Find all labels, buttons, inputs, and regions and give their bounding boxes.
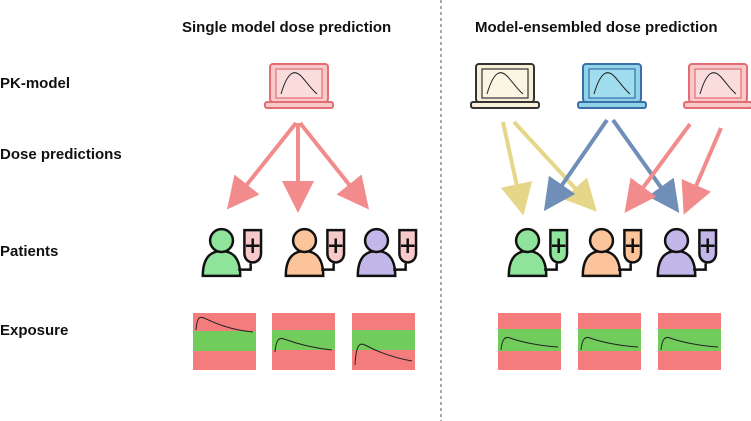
exposure-plot <box>578 313 641 370</box>
laptop-icon <box>577 63 647 109</box>
dose-arrow <box>298 121 369 210</box>
left-section-title: Single model dose prediction <box>182 19 392 36</box>
patient-icon <box>507 227 569 278</box>
laptop-icon <box>264 63 334 109</box>
patient-icon <box>284 227 346 278</box>
patient-icon <box>581 227 643 278</box>
right-section-title: Model-ensembled dose prediction <box>475 19 718 36</box>
patient-icon <box>201 227 263 278</box>
exposure-plot <box>658 313 721 370</box>
row-label-dose-predictions: Dose predictions <box>0 146 122 163</box>
row-label-patients: Patients <box>0 243 59 260</box>
row-label-exposure: Exposure <box>0 322 69 339</box>
exposure-plot <box>352 313 415 370</box>
right-dose-arrows <box>500 118 723 216</box>
dose-arrow <box>611 118 680 214</box>
exposure-plot <box>498 313 561 370</box>
patient-icon <box>656 227 718 278</box>
patient-icon <box>356 227 418 278</box>
dose-arrow <box>624 122 692 213</box>
dose-arrow <box>500 121 533 216</box>
row-label-pk-model: PK-model <box>0 75 71 92</box>
dose-arrow <box>681 127 723 215</box>
exposure-plot <box>193 313 256 370</box>
laptop-icon <box>683 63 751 109</box>
dose-arrow <box>543 118 609 212</box>
left-dose-arrows <box>227 121 369 213</box>
dose-arrow <box>227 121 298 210</box>
laptop-icon <box>470 63 540 109</box>
exposure-plot <box>272 313 335 370</box>
dose-arrow <box>512 120 597 212</box>
